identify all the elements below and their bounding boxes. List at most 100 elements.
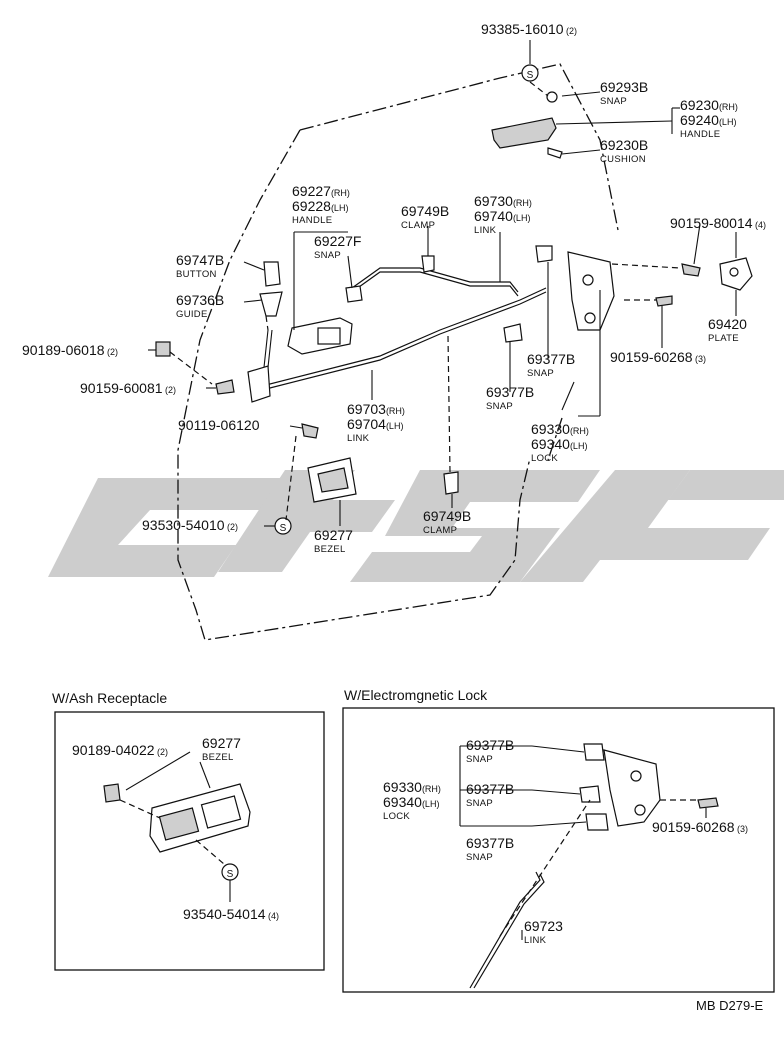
part-name: HANDLE <box>292 215 332 226</box>
part-qualifier: (RH) <box>513 198 532 208</box>
part-number: 69740 <box>474 208 513 224</box>
part-qualifier: (3) <box>735 824 749 834</box>
part-qualifier: (LH) <box>513 213 531 223</box>
part-number: 69230B <box>600 137 648 153</box>
clip-icon <box>103 783 121 803</box>
part-name: BEZEL <box>314 544 346 555</box>
part-number: 69277 <box>202 735 241 751</box>
part-number: 69293B <box>600 79 648 95</box>
part-qualifier: (LH) <box>331 203 349 213</box>
part-qualifier: (RH) <box>386 406 405 416</box>
button-icon <box>263 261 281 287</box>
svg-text:S: S <box>280 523 287 534</box>
door-lock-icon <box>603 749 661 827</box>
part-number: 90159-60081 <box>80 380 163 396</box>
part-name: LINK <box>474 225 497 236</box>
part-number: 90159-80014 <box>670 215 753 231</box>
part-number: 90159-60268 <box>652 819 735 835</box>
part-callout-69330: 69330(RH)69340(LH)LOCK <box>531 421 589 464</box>
part-number: 93385-16010 <box>481 21 564 37</box>
part-name: HANDLE <box>680 129 720 140</box>
part-name: SNAP <box>466 798 493 809</box>
part-number: 69330 <box>531 421 570 437</box>
part-name: SNAP <box>600 96 627 107</box>
part-qualifier: (RH) <box>422 784 441 794</box>
part-name: GUIDE <box>176 309 208 320</box>
part-number: 90159-60268 <box>610 349 693 365</box>
part-qualifier: (LH) <box>422 799 440 809</box>
svg-text:S: S <box>227 869 234 880</box>
part-callout-90119-06120: 90119-06120 <box>178 417 260 433</box>
part-number: 69230 <box>680 97 719 113</box>
part-callout-93385: 93385-16010 (2) <box>481 21 577 37</box>
screw-icon <box>301 423 319 439</box>
part-number: 69240 <box>680 112 719 128</box>
part-name: PLATE <box>708 333 739 344</box>
part-number: 69703 <box>347 401 386 417</box>
part-number: 69227F <box>314 233 361 249</box>
part-number: 69277 <box>314 527 353 543</box>
electromagnetic-lock-panel <box>342 707 775 993</box>
ash-receptacle-panel: S <box>54 711 325 971</box>
part-qualifier: (2) <box>163 385 177 395</box>
part-number: 69227 <box>292 183 331 199</box>
part-callout-69730: 69730(RH)69740(LH)LINK <box>474 193 532 236</box>
part-name: LOCK <box>531 453 558 464</box>
screw-icon <box>655 295 673 307</box>
guide-icon <box>259 291 283 317</box>
part-qualifier: (2) <box>155 747 169 757</box>
part-qualifier: (RH) <box>719 102 738 112</box>
part-callout-93530-54010: 93530-54010 (2) <box>142 517 238 533</box>
part-name: BUTTON <box>176 269 217 280</box>
part-number: 69420 <box>708 316 747 332</box>
part-number: 69747B <box>176 252 224 268</box>
part-name: LOCK <box>383 811 410 822</box>
part-callout-90159-80014: 90159-80014 (4) <box>670 215 766 231</box>
part-qualifier: (LH) <box>719 117 737 127</box>
part-qualifier: (2) <box>225 522 239 532</box>
part-number: 69377B <box>466 781 514 797</box>
part-number: 93540-54014 <box>183 906 266 922</box>
part-number: 69228 <box>292 198 331 214</box>
part-name: CUSHION <box>600 154 646 165</box>
part-callout-90159-60081: 90159-60081 (2) <box>80 380 176 396</box>
part-name: BEZEL <box>202 752 234 763</box>
part-qualifier: (LH) <box>570 441 588 451</box>
part-number: 69749B <box>401 203 449 219</box>
part-qualifier: (2) <box>105 347 119 357</box>
svg-text:S: S <box>527 70 534 81</box>
part-number: 69377B <box>486 384 534 400</box>
clip-icon <box>155 341 171 357</box>
part-qualifier: (4) <box>266 911 280 921</box>
part-number: 69736B <box>176 292 224 308</box>
part-name: SNAP <box>466 754 493 765</box>
part-shapes: S S <box>155 64 753 535</box>
part-number: 69330 <box>383 779 422 795</box>
part-qualifier: (LH) <box>386 421 404 431</box>
watermark-logo <box>48 470 784 582</box>
outside-handle-icon <box>491 117 557 149</box>
part-number: 69704 <box>347 416 386 432</box>
part-callout-90189-06018: 90189-06018 (2) <box>22 342 118 358</box>
part-name: SNAP <box>527 368 554 379</box>
part-number: 69377B <box>466 737 514 753</box>
screw-icon <box>215 379 235 395</box>
part-name: LINK <box>524 935 547 946</box>
part-qualifier: (3) <box>693 354 707 364</box>
part-name: SNAP <box>486 401 513 412</box>
